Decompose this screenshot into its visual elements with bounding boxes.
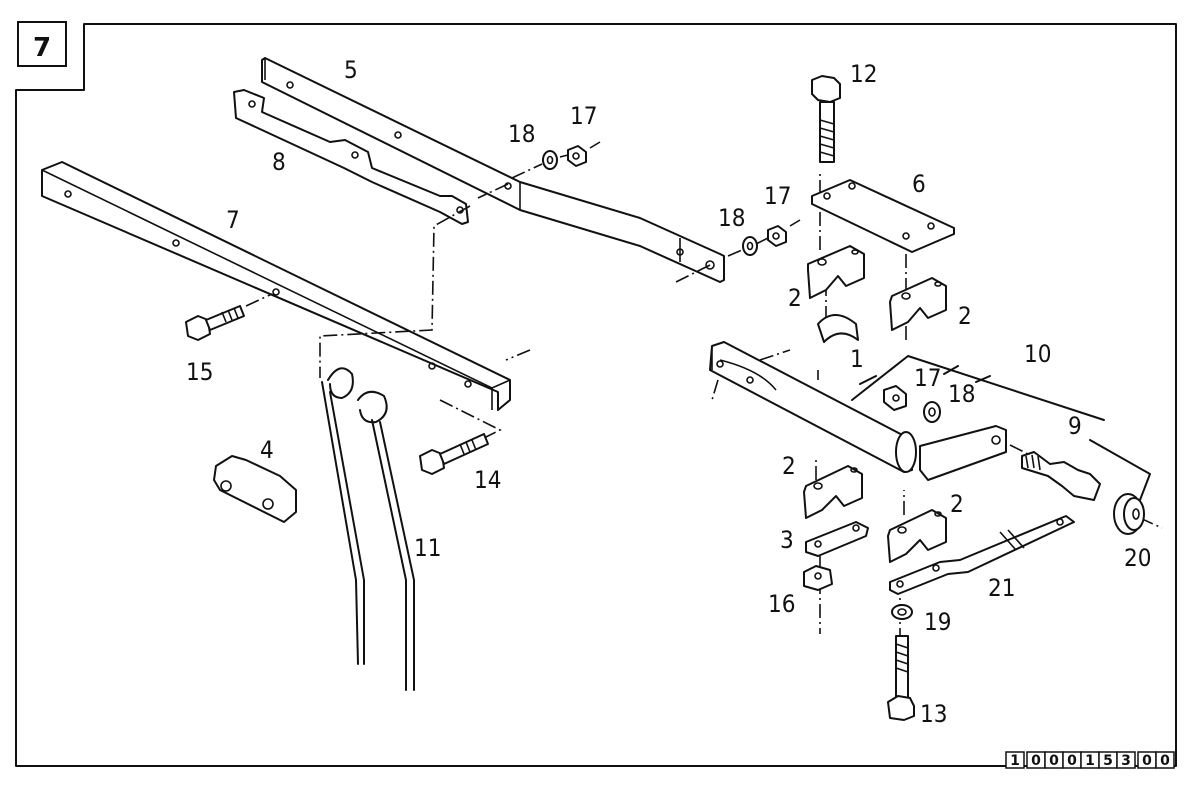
label-part-9: 9	[1068, 412, 1082, 440]
sheet-number: 7	[33, 33, 51, 63]
label-part-4: 4	[260, 436, 274, 464]
code-cell-box	[1116, 751, 1136, 769]
code-cell-box	[1155, 751, 1175, 769]
label-part-14: 14	[474, 466, 501, 494]
label-part-17: 17	[570, 102, 597, 130]
label-part-18: 18	[948, 380, 975, 408]
part-17-nut-upper[interactable]	[567, 145, 587, 167]
code-digit: 0	[1031, 753, 1041, 769]
code-digit: 0	[1067, 753, 1077, 769]
part-9-axle[interactable]	[1021, 451, 1101, 501]
part-15-bolt[interactable]	[185, 305, 245, 341]
part-13-bolt[interactable]	[887, 635, 915, 721]
part-2-clamp-2[interactable]	[889, 277, 947, 331]
label-part-1: 1	[850, 345, 864, 373]
part-8-bracket-bar[interactable]	[233, 89, 469, 225]
part-7-tine-bar[interactable]	[41, 161, 511, 411]
label-part-21: 21	[988, 574, 1015, 602]
label-part-2: 2	[958, 302, 972, 330]
part-16-nut[interactable]	[803, 565, 833, 591]
part-2-clamp-3[interactable]	[803, 465, 863, 519]
code-digit: 0	[1160, 753, 1170, 769]
label-part-2: 2	[950, 490, 964, 518]
part-5-upper-bar[interactable]	[261, 57, 725, 283]
label-part-17: 17	[764, 182, 791, 210]
code-digit: 3	[1121, 753, 1131, 769]
code-digit: 1	[1085, 753, 1095, 769]
label-part-11: 11	[414, 534, 441, 562]
label-part-3: 3	[780, 526, 794, 554]
label-part-20: 20	[1124, 544, 1151, 572]
diagram-frame	[15, 23, 1177, 767]
part-10-crank-arm-assembly[interactable]	[709, 341, 1007, 481]
label-part-8: 8	[272, 148, 286, 176]
label-part-6: 6	[912, 170, 926, 198]
label-part-15: 15	[186, 358, 213, 386]
part-17-nut-mid[interactable]	[767, 225, 787, 247]
part-20-roller[interactable]	[1113, 493, 1145, 535]
part-2-clamp-1[interactable]	[807, 245, 865, 299]
part-14-bolt[interactable]	[419, 433, 489, 475]
code-digit: 0	[1049, 753, 1059, 769]
part-4-tine-clamp[interactable]	[213, 455, 297, 523]
part-21-strap[interactable]	[889, 515, 1075, 595]
label-part-10: 10	[1024, 340, 1051, 368]
label-part-18: 18	[718, 204, 745, 232]
label-part-13: 13	[920, 700, 947, 728]
label-part-18: 18	[508, 120, 535, 148]
part-1-bushing[interactable]	[817, 314, 859, 343]
part-18-washer-shaft[interactable]	[923, 401, 941, 423]
code-cell-box	[1005, 751, 1025, 769]
label-part-5: 5	[344, 56, 358, 84]
part-2-clamp-4[interactable]	[887, 509, 947, 563]
part-17-nut-shaft[interactable]	[883, 385, 907, 411]
part-6-plate[interactable]	[811, 179, 955, 253]
code-digit: 0	[1142, 753, 1152, 769]
part-11-double-tine[interactable]	[321, 367, 415, 691]
part-18-washer-mid[interactable]	[742, 236, 758, 256]
part-18-washer-upper[interactable]	[542, 150, 558, 170]
label-part-2: 2	[788, 284, 802, 312]
label-part-2: 2	[782, 452, 796, 480]
label-part-12: 12	[850, 60, 877, 88]
label-part-17: 17	[914, 364, 941, 392]
label-part-19: 19	[924, 608, 951, 636]
sheet-number-box	[17, 21, 67, 67]
code-digit: 1	[1010, 753, 1020, 769]
part-3-plate[interactable]	[805, 521, 869, 557]
code-digit: 5	[1103, 753, 1113, 769]
label-part-16: 16	[768, 590, 795, 618]
part-19-washer[interactable]	[891, 604, 913, 620]
part-12-bolt[interactable]	[811, 75, 841, 163]
label-part-7: 7	[226, 206, 240, 234]
